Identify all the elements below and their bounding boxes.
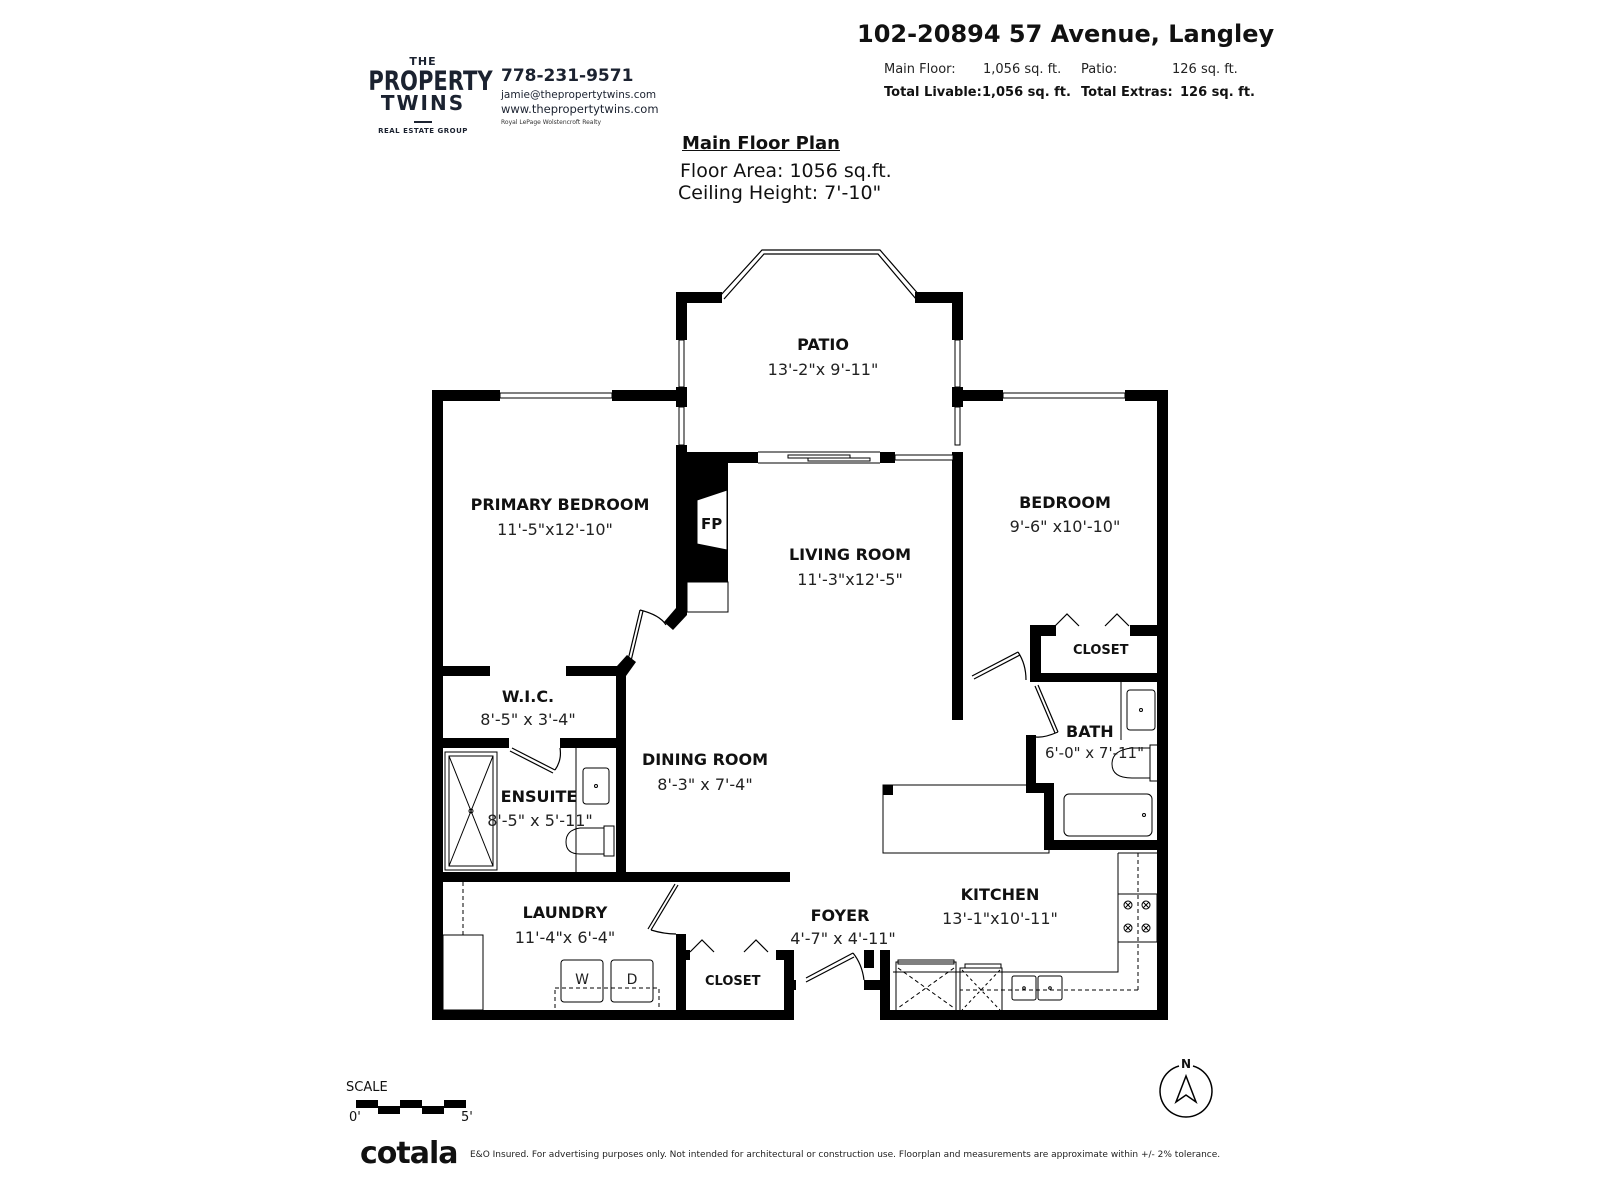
kitchen-fixtures xyxy=(882,784,1158,1013)
living-room-dims: 11'-3"x12'-5" xyxy=(797,570,903,589)
cotala-logo: cotala xyxy=(360,1136,459,1171)
website-link[interactable]: www.thepropertytwins.com xyxy=(501,102,659,116)
bedroom-label: BEDROOM xyxy=(1019,493,1111,512)
company-logo: THE PROPERTY TWINS REAL ESTATE GROUP xyxy=(353,55,493,135)
bath-label: BATH xyxy=(1066,722,1114,741)
logo-property: PROPERTY xyxy=(368,66,493,97)
patio-bay-window xyxy=(719,249,921,300)
bedroom-closet-label: CLOSET xyxy=(1073,643,1129,658)
stove-burners-icon xyxy=(1123,900,1151,933)
scale-start: 0' xyxy=(349,1110,361,1125)
main-floor-label: Main Floor: xyxy=(884,62,956,77)
foyer-dims: 4'-7" x 4'-11" xyxy=(790,929,896,948)
dryer-label: D xyxy=(626,972,638,988)
logo-real-estate-group: REAL ESTATE GROUP xyxy=(378,127,468,135)
fireplace-label: FP xyxy=(701,515,723,533)
email-link[interactable]: jamie@thepropertytwins.com xyxy=(501,89,657,101)
scale-end: 5' xyxy=(461,1110,473,1125)
scale-bar xyxy=(356,1100,466,1114)
laundry-dims: 11'-4"x 6'-4" xyxy=(514,928,616,947)
sliding-patio-door xyxy=(758,451,880,464)
ensuite-fixtures xyxy=(444,748,615,872)
property-address: 102-20894 57 Avenue, Langley xyxy=(857,20,1275,48)
washer-label: W xyxy=(575,972,589,988)
patio-value: 126 sq. ft. xyxy=(1172,62,1238,77)
laundry-label: LAUNDRY xyxy=(522,903,608,922)
foyer-closet-label: CLOSET xyxy=(705,974,761,989)
scale-title: SCALE xyxy=(346,1080,388,1095)
total-livable-label: Total Livable: xyxy=(884,85,982,100)
compass-north-label: N xyxy=(1181,1057,1192,1071)
patio-label: PATIO xyxy=(797,335,849,354)
phone-number[interactable]: 778-231-9571 xyxy=(501,66,634,86)
windows xyxy=(499,339,1126,461)
bedroom-dims: 9'-6" x10'-10" xyxy=(1009,517,1121,536)
floor-area: Floor Area: 1056 sq.ft. xyxy=(680,160,892,182)
wic-label: W.I.C. xyxy=(501,687,555,706)
ensuite-dims: 8'-5" x 5'-11" xyxy=(487,811,593,830)
total-extras-label: Total Extras: xyxy=(1081,85,1173,100)
logo-the: THE xyxy=(409,55,437,68)
total-livable-value: 1,056 sq. ft. xyxy=(982,85,1071,100)
bath-fixtures xyxy=(1063,682,1159,837)
foyer-label: FOYER xyxy=(810,906,870,925)
plan-title: Main Floor Plan xyxy=(682,133,840,154)
kitchen-dims: 13'-1"x10'-11" xyxy=(942,909,1058,928)
kitchen-label: KITCHEN xyxy=(960,885,1040,904)
disclaimer: E&O Insured. For advertising purposes on… xyxy=(470,1150,1221,1160)
laundry-fixtures xyxy=(442,882,660,1014)
north-compass-icon xyxy=(1159,1065,1213,1118)
logo-divider xyxy=(414,121,432,123)
brokerage-name: Royal LePage Wolstencroft Realty xyxy=(501,119,602,126)
total-extras-value: 126 sq. ft. xyxy=(1180,85,1255,100)
main-floor-value: 1,056 sq. ft. xyxy=(983,62,1062,77)
dining-room-dims: 8'-3" x 7'-4" xyxy=(657,775,753,794)
ensuite-label: ENSUITE xyxy=(500,787,578,806)
patio-label: Patio: xyxy=(1081,62,1118,77)
dining-room-label: DINING ROOM xyxy=(641,750,769,769)
fireplace xyxy=(686,489,729,613)
primary-bedroom-dims: 11'-5"x12'-10" xyxy=(497,520,613,539)
living-room-label: LIVING ROOM xyxy=(788,545,912,564)
logo-twins: TWINS xyxy=(380,91,466,115)
ceiling-height: Ceiling Height: 7'-10" xyxy=(678,182,882,204)
patio-dims: 13'-2"x 9'-11" xyxy=(767,360,879,379)
wic-dims: 8'-5" x 3'-4" xyxy=(480,710,576,729)
primary-bedroom-label: PRIMARY BEDROOM xyxy=(470,495,650,514)
bath-dims: 6'-0" x 7'-11" xyxy=(1045,744,1145,762)
contact-block: 778-231-9571 jamie@thepropertytwins.com … xyxy=(501,66,659,126)
doors xyxy=(509,609,1130,983)
